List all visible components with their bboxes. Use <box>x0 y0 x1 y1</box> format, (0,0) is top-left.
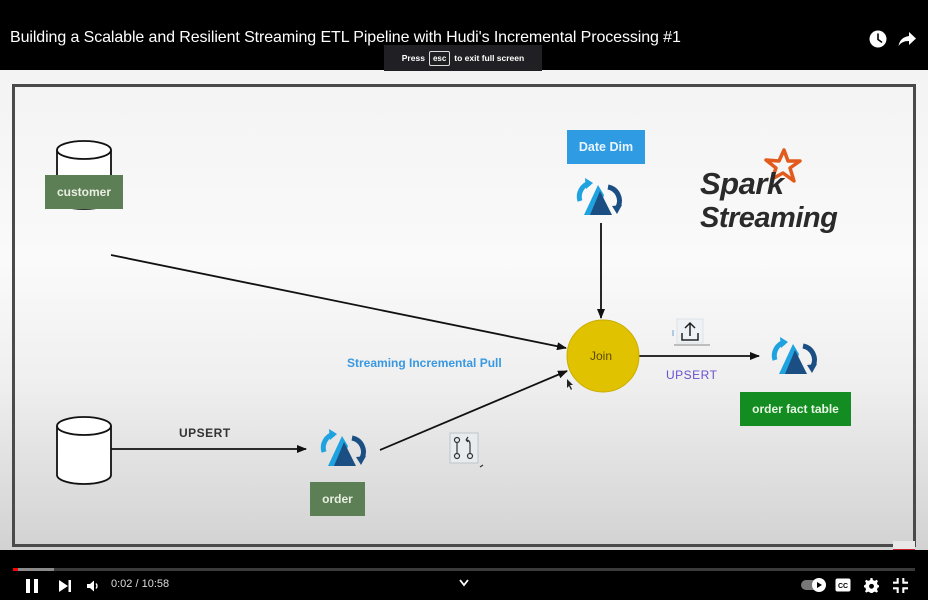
slide-border <box>12 84 916 547</box>
hudi-order-icon <box>323 429 366 466</box>
toast-prefix: Press <box>401 53 425 63</box>
autoplay-toggle[interactable] <box>801 577 827 593</box>
toast-suffix: to exit full screen <box>454 53 525 63</box>
join-label: Join <box>590 349 613 363</box>
progress-played <box>13 568 18 571</box>
order-fact-table-label: order fact table <box>740 392 851 426</box>
video-frame[interactable]: customer order Date Dim order fact table… <box>0 70 928 550</box>
video-title[interactable]: Building a Scalable and Resilient Stream… <box>10 29 681 46</box>
share-icon[interactable] <box>897 29 917 49</box>
upload-icon <box>672 318 710 346</box>
progress-buffered <box>13 568 54 571</box>
pipeline-diagram <box>56 140 928 485</box>
streaming-word: Streaming <box>700 202 838 234</box>
join-node <box>566 319 640 393</box>
streaming-pull-label: Streaming Incremental Pull <box>347 356 502 370</box>
upsert-label-left: UPSERT <box>179 426 231 440</box>
esc-key: esc <box>428 50 451 66</box>
order-db-icon <box>56 416 112 485</box>
customer-label: customer <box>45 175 123 209</box>
time-display: 0:02 / 10:58 <box>111 578 170 590</box>
spark-star-icon <box>764 148 802 183</box>
chevron-down-icon[interactable] <box>458 578 470 588</box>
progress-bar[interactable] <box>13 568 915 571</box>
player-controls: 0:02 / 10:58 CC <box>0 550 928 600</box>
clock-icon[interactable] <box>868 29 888 49</box>
settings-gear-icon[interactable] <box>864 578 879 593</box>
order-label: order <box>310 482 365 516</box>
pause-icon[interactable] <box>24 578 40 594</box>
mouse-cursor <box>567 379 573 390</box>
date-dim-label: Date Dim <box>567 130 645 164</box>
upsert-label-right: UPSERT <box>666 368 718 382</box>
hudi-date-dim-icon <box>579 178 622 215</box>
spark-word: Spark <box>700 166 784 201</box>
captions-icon[interactable]: CC <box>835 578 851 592</box>
exit-fullscreen-icon[interactable] <box>893 578 908 593</box>
fullscreen-toast: Press esc to exit full screen <box>384 45 542 71</box>
volume-icon[interactable] <box>86 579 100 593</box>
svg-text:CC: CC <box>838 583 848 590</box>
customer-to-join-edge <box>110 254 567 351</box>
spark-streaming-logo: Spark Streaming <box>698 148 858 245</box>
order-to-join-edge <box>379 370 568 451</box>
pull-request-icon <box>449 432 484 468</box>
next-icon[interactable] <box>58 579 72 593</box>
hudi-fact-icon <box>774 337 817 374</box>
